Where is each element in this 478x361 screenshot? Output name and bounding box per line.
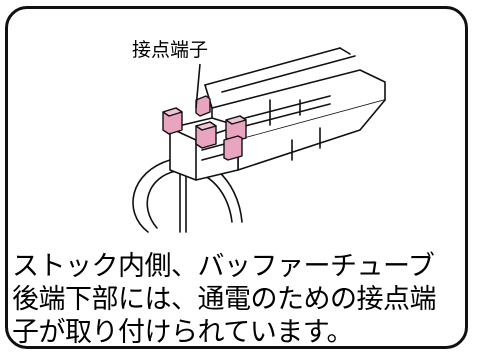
callout-leader-line [195, 63, 201, 109]
caption-line-3: 子が取り付けられています。 [12, 317, 354, 348]
caption-line-2: 後端下部には、通電のための接点端 [12, 284, 437, 315]
contact-terminal-label: 接点端子 [132, 39, 209, 61]
contact-terminals [162, 95, 247, 161]
caption-text: ストック内側、バッファーチューブ 後端下部には、通電のための接点端 子が取り付け… [12, 250, 468, 349]
caption-line-1: ストック内側、バッファーチューブ [12, 251, 435, 282]
callout-panel [5, 6, 468, 349]
